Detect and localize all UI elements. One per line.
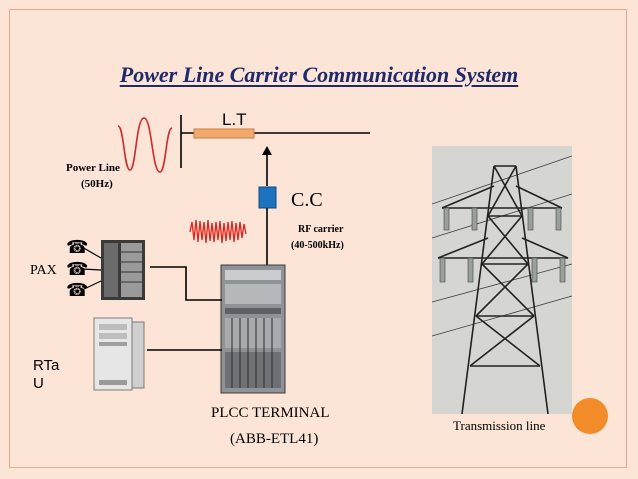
power-wave (117, 117, 173, 173)
plcc-rack-icon (220, 264, 286, 394)
power-line-label: Power Line (66, 162, 120, 174)
rtu-label-1: RTa (33, 357, 60, 374)
accent-dot (572, 398, 608, 434)
pax-exchange-icon (101, 240, 145, 300)
telephone-icon: ☎ (66, 259, 89, 279)
slide-frame (9, 9, 627, 468)
pax-label: PAX (30, 263, 57, 278)
telephone-icon: ☎ (66, 280, 89, 300)
rtu-label-2: U (33, 375, 44, 392)
plcc-terminal-label: PLCC TERMINAL (211, 405, 330, 421)
cc-label: C.C (291, 189, 323, 211)
rtu-computer-icon (93, 317, 145, 391)
telephone-icon: ☎ (66, 237, 89, 257)
power-line-freq: (50Hz) (81, 178, 113, 190)
transmission-line-label: Transmission line (453, 418, 546, 433)
slide-title: Power Line Carrier Communication System (119, 62, 519, 87)
line-trap-icon (193, 128, 255, 139)
rf-signal (189, 219, 247, 244)
lt-label: L.T (222, 110, 247, 129)
plcc-model-label: (ABB-ETL41) (230, 431, 319, 447)
rf-carrier-label: RF carrier (298, 224, 344, 235)
transmission-tower-photo (432, 146, 572, 414)
rf-carrier-freq: (40-500kHz) (291, 240, 344, 251)
coupling-capacitor-icon (258, 186, 277, 209)
